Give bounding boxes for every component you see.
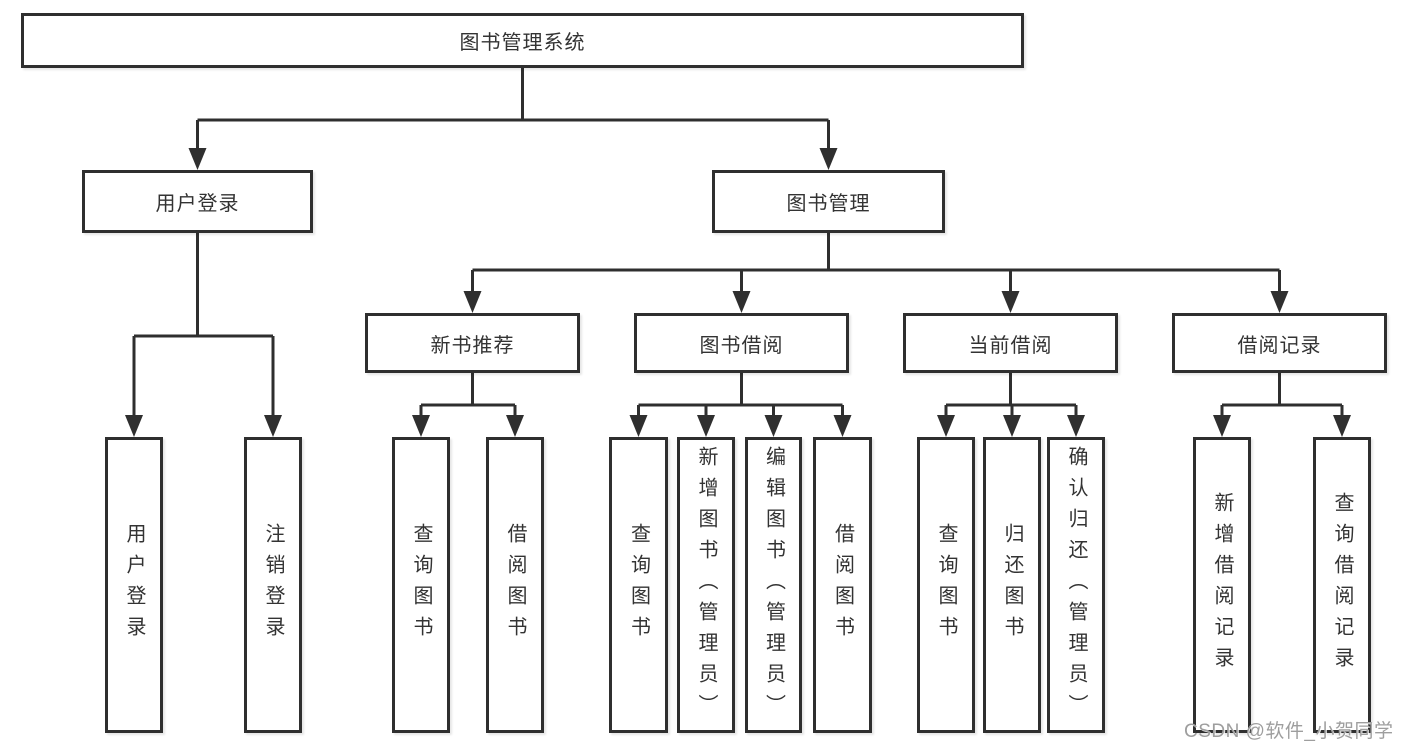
node-book-borrowing: 图书借阅	[634, 313, 849, 373]
node-label: 借阅图书	[504, 523, 526, 647]
leaf-search-books-current: 查询图书	[917, 437, 975, 733]
node-label: 查询借阅记录	[1331, 492, 1353, 678]
csdn-watermark: CSDN @软件_小贺同学	[1184, 721, 1394, 742]
node-label: 查询图书	[410, 523, 432, 647]
node-borrowing-records: 借阅记录	[1172, 313, 1387, 373]
node-label: 新书推荐	[430, 334, 515, 357]
leaf-user-login: 用户登录	[105, 437, 163, 733]
leaf-add-books-admin: 新增图书（管理员）	[677, 437, 735, 733]
node-label: 归还图书	[1001, 523, 1023, 647]
node-book-management: 图书管理	[712, 170, 945, 233]
node-label: 用户登录	[155, 193, 240, 215]
leaf-confirm-return-admin: 确认归还（管理员）	[1047, 437, 1105, 733]
node-label: 确认归还（管理员）	[1065, 445, 1087, 725]
node-user-login: 用户登录	[82, 170, 313, 233]
node-label: 用户登录	[123, 523, 145, 647]
node-library-management-system: 图书管理系统	[21, 13, 1024, 68]
leaf-borrow-books-recommend: 借阅图书	[486, 437, 544, 733]
node-label: 图书管理	[786, 193, 871, 215]
node-label: 新增图书（管理员）	[695, 445, 717, 725]
node-current-borrowing: 当前借阅	[903, 313, 1118, 373]
node-label: 查询图书	[627, 523, 650, 647]
node-label: 新增借阅记录	[1211, 492, 1233, 678]
leaf-search-borrow-record: 查询借阅记录	[1313, 437, 1371, 733]
leaf-search-books-recommend: 查询图书	[392, 437, 450, 733]
leaf-logout: 注销登录	[244, 437, 302, 733]
node-label: 借阅图书	[831, 523, 854, 647]
node-label: 图书管理系统	[459, 32, 586, 54]
leaf-add-borrow-record: 新增借阅记录	[1193, 437, 1251, 733]
leaf-search-books: 查询图书	[609, 437, 668, 733]
leaf-borrow-books: 借阅图书	[813, 437, 872, 733]
leaf-edit-books-admin: 编辑图书（管理员）	[745, 437, 802, 733]
node-label: 当前借阅	[968, 334, 1053, 357]
leaf-return-books: 归还图书	[983, 437, 1041, 733]
node-label: 图书借阅	[699, 334, 784, 357]
node-label: 注销登录	[262, 523, 284, 647]
node-label: 查询图书	[935, 523, 957, 647]
node-label: 编辑图书（管理员）	[762, 445, 785, 725]
node-label: 借阅记录	[1237, 334, 1322, 357]
node-new-book-recommendation: 新书推荐	[365, 313, 580, 373]
